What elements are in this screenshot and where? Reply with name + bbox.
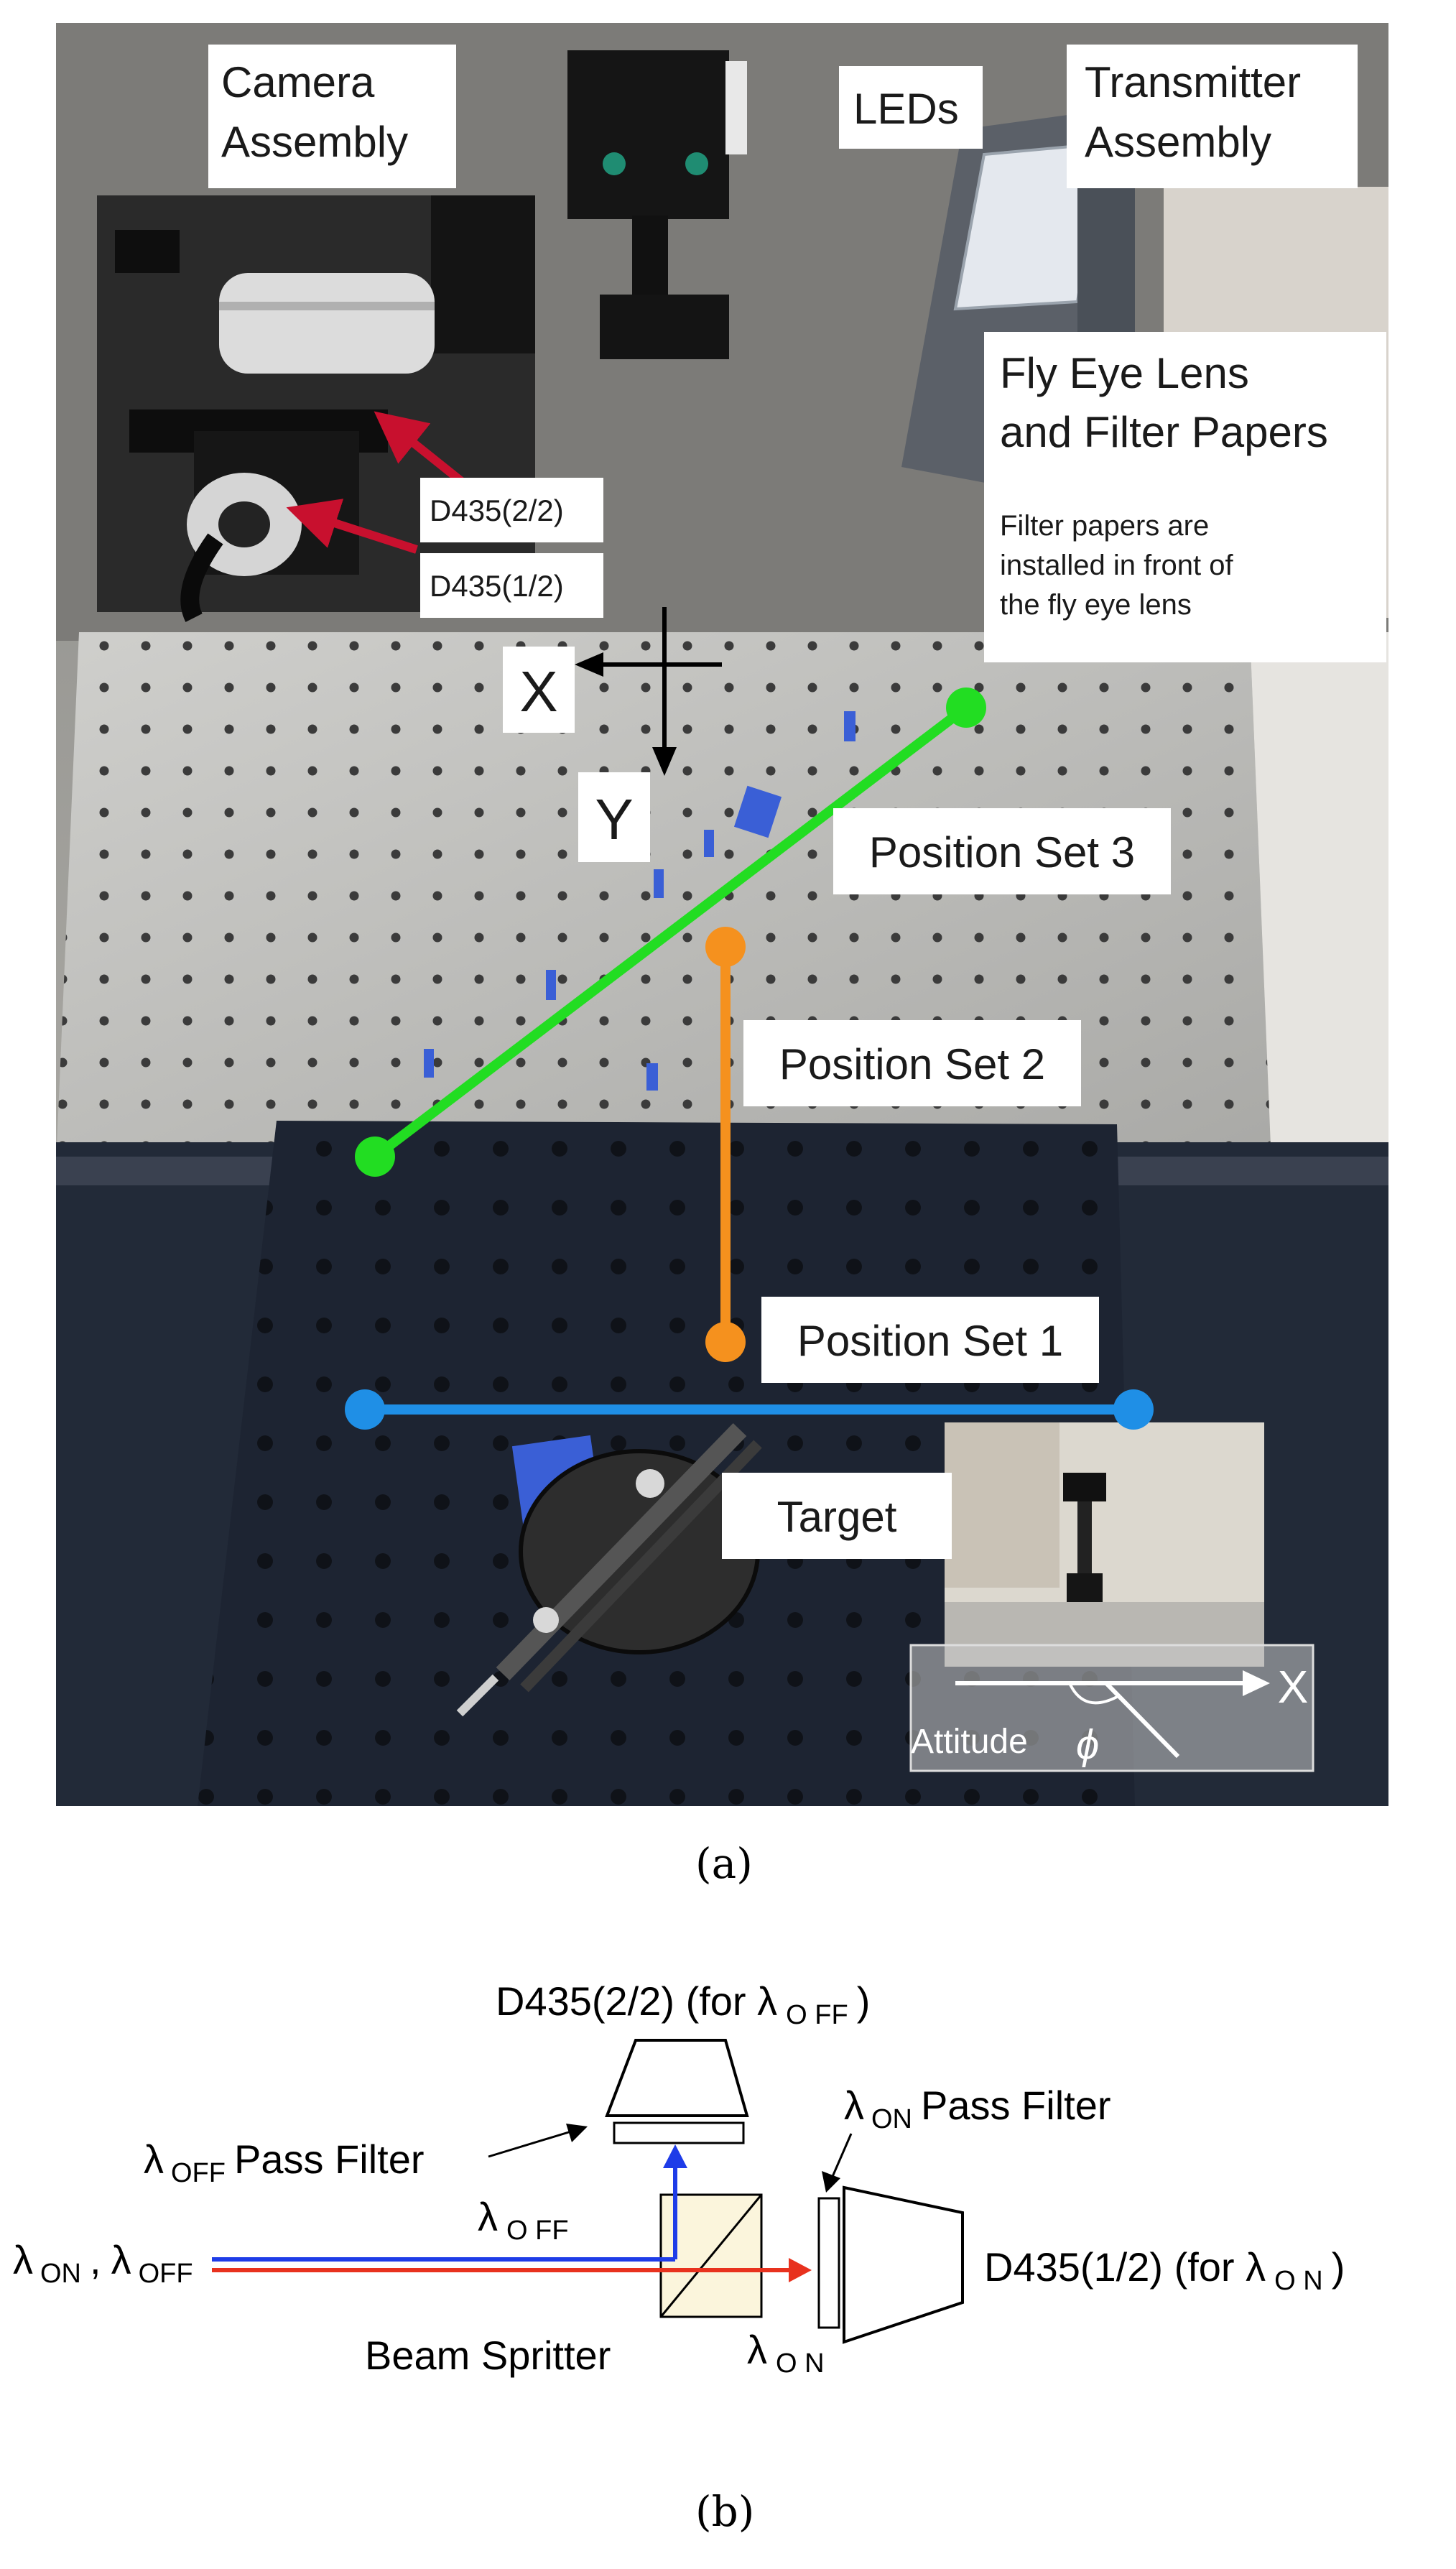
on-filter-lambda: λ [844,2083,864,2128]
off-beam-arrowhead [663,2144,687,2168]
beam-splitter-schematic [212,2039,964,2344]
position-set-2-label: Position Set 2 [779,1040,1045,1088]
d435-2-label: D435(2/2) [430,494,564,527]
xy-axes [575,607,722,776]
camera-on-body [843,2185,964,2344]
off-filter-sub: OFF [171,2158,226,2188]
input-sub-off: OFF [139,2259,193,2289]
off-pass-filter [613,2121,745,2144]
camera-assembly-label-1: Camera [221,58,375,106]
position-set-3-label: Position Set 3 [869,828,1135,876]
attitude-inset-x: X [1278,1661,1309,1713]
transmitter-label-1: Transmitter [1085,58,1301,106]
off-filter-text: Pass Filter [234,2137,425,2182]
cam1-title-main: D435(1/2) (for λ [984,2244,1266,2290]
cam2-title: D435(2/2) (for λ O FF) [496,1978,870,2030]
attitude-inset: X Attitude ϕ [909,1422,1314,1772]
on-beam-sub: O N [776,2348,825,2379]
off-beam-lambda: λ [478,2194,498,2239]
caption-a: (a) [695,1839,753,1888]
fly-eye-label-2: and Filter Papers [1000,408,1328,456]
on-beam-lambda: λ [747,2327,767,2372]
axis-x-label: X [519,659,557,723]
leds-label: LEDs [853,85,959,133]
caption-b: (b) [695,2487,755,2536]
on-filter-sub: ON [871,2104,912,2134]
cam1-title: D435(1/2) (for λ O N) [984,2244,1345,2296]
off-beam-label: λ O FF [478,2194,569,2246]
photo-labels: Camera Assembly LEDs Transmitter Assembl… [221,58,1328,1541]
on-pass-filter [817,2197,840,2329]
cam1-title-sub: O N [1274,2266,1323,2296]
phi-symbol: ϕ [1076,1721,1099,1768]
input-lambda-on: λ [13,2237,33,2282]
transmitter-label-2: Assembly [1085,118,1271,166]
cam1-title-close: ) [1332,2244,1345,2290]
on-beam-arrowhead [789,2258,812,2282]
fly-eye-label-1: Fly Eye Lens [1000,349,1249,397]
attitude-label: Attitude [911,1723,1028,1761]
cam2-title-close: ) [857,1978,871,2024]
filter-note-1: Filter papers are [1000,510,1209,542]
off-beam-sub: O FF [506,2216,569,2246]
cam2-title-sub: O FF [786,2000,848,2030]
cam2-title-main: D435(2/2) (for λ [496,1978,777,2024]
input-lambda-off: λ [111,2237,131,2282]
filter-note-2: installed in front of [1000,550,1234,581]
input-comma: , [90,2237,101,2282]
beam-splitter-label: Beam Spritter [365,2333,611,2378]
camera-assembly-label-2: Assembly [221,118,408,166]
position-set-1-label: Position Set 1 [797,1317,1063,1365]
camera-off-body [605,2039,749,2117]
target-label: Target [777,1493,897,1541]
off-filter-lambda: λ [144,2137,164,2182]
axis-y-label: Y [595,787,633,851]
input-sub-on: ON [40,2259,81,2289]
photo-label-boxes [208,45,1386,1559]
on-filter-text: Pass Filter [921,2083,1111,2128]
filter-note-3: the fly eye lens [1000,589,1192,621]
position-lines [345,688,1154,1430]
d435-1-label: D435(1/2) [430,569,564,603]
led-fixture [567,50,747,359]
